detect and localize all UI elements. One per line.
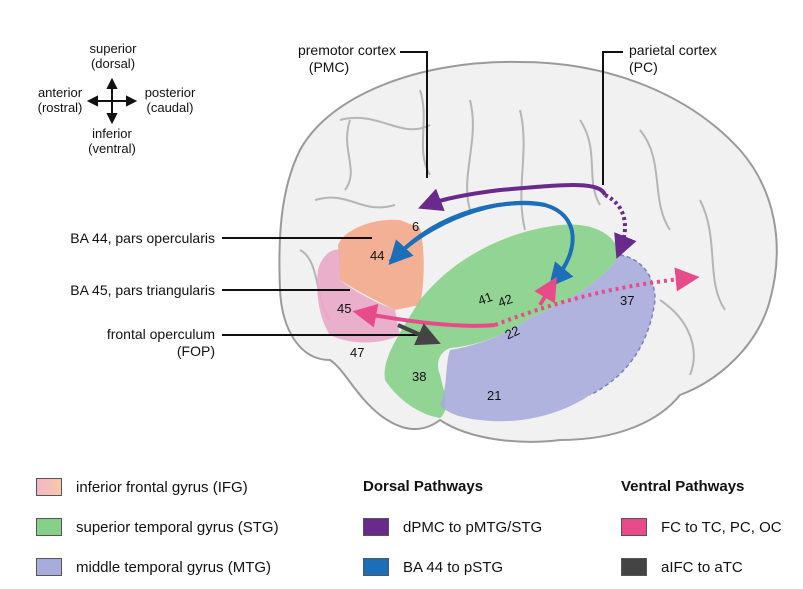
callout-pc-line2: (PC) [629,59,658,75]
compass-inferior-sub: (ventral) [88,141,136,156]
compass-anterior-sub: (rostral) [37,100,83,115]
callout-fop: frontal operculum (FOP) [60,326,215,360]
compass-posterior-label: posterior [144,85,196,100]
legend-stg-label: superior temporal gyrus (STG) [76,518,279,536]
area-47: 47 [350,345,365,360]
compass-posterior-sub: (caudal) [146,100,194,115]
legend-dpmc-label: dPMC to pMTG/STG [403,518,543,536]
legend-fc-tc-swatch [621,518,647,536]
legend-stg-swatch [36,518,62,536]
compass-anterior-label: anterior [37,85,83,100]
pathway-ba44-pstg-back [388,201,546,265]
pathway-fc-tc-dotted [494,267,700,327]
legend-stg: superior temporal gyrus (STG) [36,518,279,536]
compass-anterior: anterior (rostral) [28,85,92,115]
legend-fc-tc: FC to TC, PC, OC [621,518,782,536]
legend-fc-tc-label: FC to TC, PC, OC [661,518,782,536]
callout-pmc-line2: (PMC) [308,59,350,75]
legend-aifc-swatch [621,558,647,576]
region-ba45 [317,249,400,343]
pathway-dpmc-dotted [604,193,637,259]
area-44: 44 [370,248,385,263]
legend-aifc: aIFC to aTC [621,558,743,576]
compass-posterior: posterior (caudal) [136,85,204,115]
compass-cross [86,77,138,125]
legend-ba44-pstg-label: BA 44 to pSTG [403,558,504,576]
callout-fop-line2: (FOP) [176,343,215,359]
area-21: 21 [487,388,502,403]
legend-ventral-heading: Ventral Pathways [621,478,745,495]
callout-pc: parietal cortex (PC) [629,42,759,76]
legend-aifc-label: aIFC to aTC [661,558,743,576]
legend-ifg-swatch [36,478,62,496]
legend-ba44-pstg-swatch [363,558,389,576]
pathway-aifc-atc [397,323,441,346]
pathway-fc-tc-up [534,276,557,307]
compass-inferior-label: inferior [92,126,132,141]
legend-mtg-swatch [36,558,62,576]
area-38: 38 [412,369,427,384]
region-mtg [440,255,655,422]
compass-superior: superior (dorsal) [78,41,148,71]
area-6: 6 [412,219,420,234]
compass-inferior: inferior (ventral) [76,126,148,156]
callout-ba44: BA 44, pars opercularis [70,230,215,246]
legend-ifg-label: inferior frontal gyrus (IFG) [76,478,248,496]
legend-ifg: inferior frontal gyrus (IFG) [36,478,248,496]
callout-fop-line1: frontal operculum [106,326,215,342]
legend-dorsal-heading: Dorsal Pathways [363,478,484,495]
callout-lines [222,51,623,336]
legend-dpmc: dPMC to pMTG/STG [363,518,542,536]
compass-superior-sub: (dorsal) [90,56,136,71]
callout-pmc-line1: premotor cortex [297,42,396,58]
callout-pmc: premotor cortex (PMC) [262,42,396,76]
callout-ba45: BA 45, pars triangularis [70,282,215,298]
legend-dpmc-swatch [363,518,389,536]
callout-pc-line1: parietal cortex [629,42,717,58]
legend-mtg: middle temporal gyrus (MTG) [36,558,271,576]
compass-superior-label: superior [89,41,137,56]
area-45: 45 [337,301,352,316]
area-37: 37 [620,293,635,308]
mtg-border [589,254,656,396]
legend-ba44-pstg: BA 44 to pSTG [363,558,503,576]
legend-mtg-label: middle temporal gyrus (MTG) [76,558,272,576]
pathway-dpmc [418,183,607,212]
